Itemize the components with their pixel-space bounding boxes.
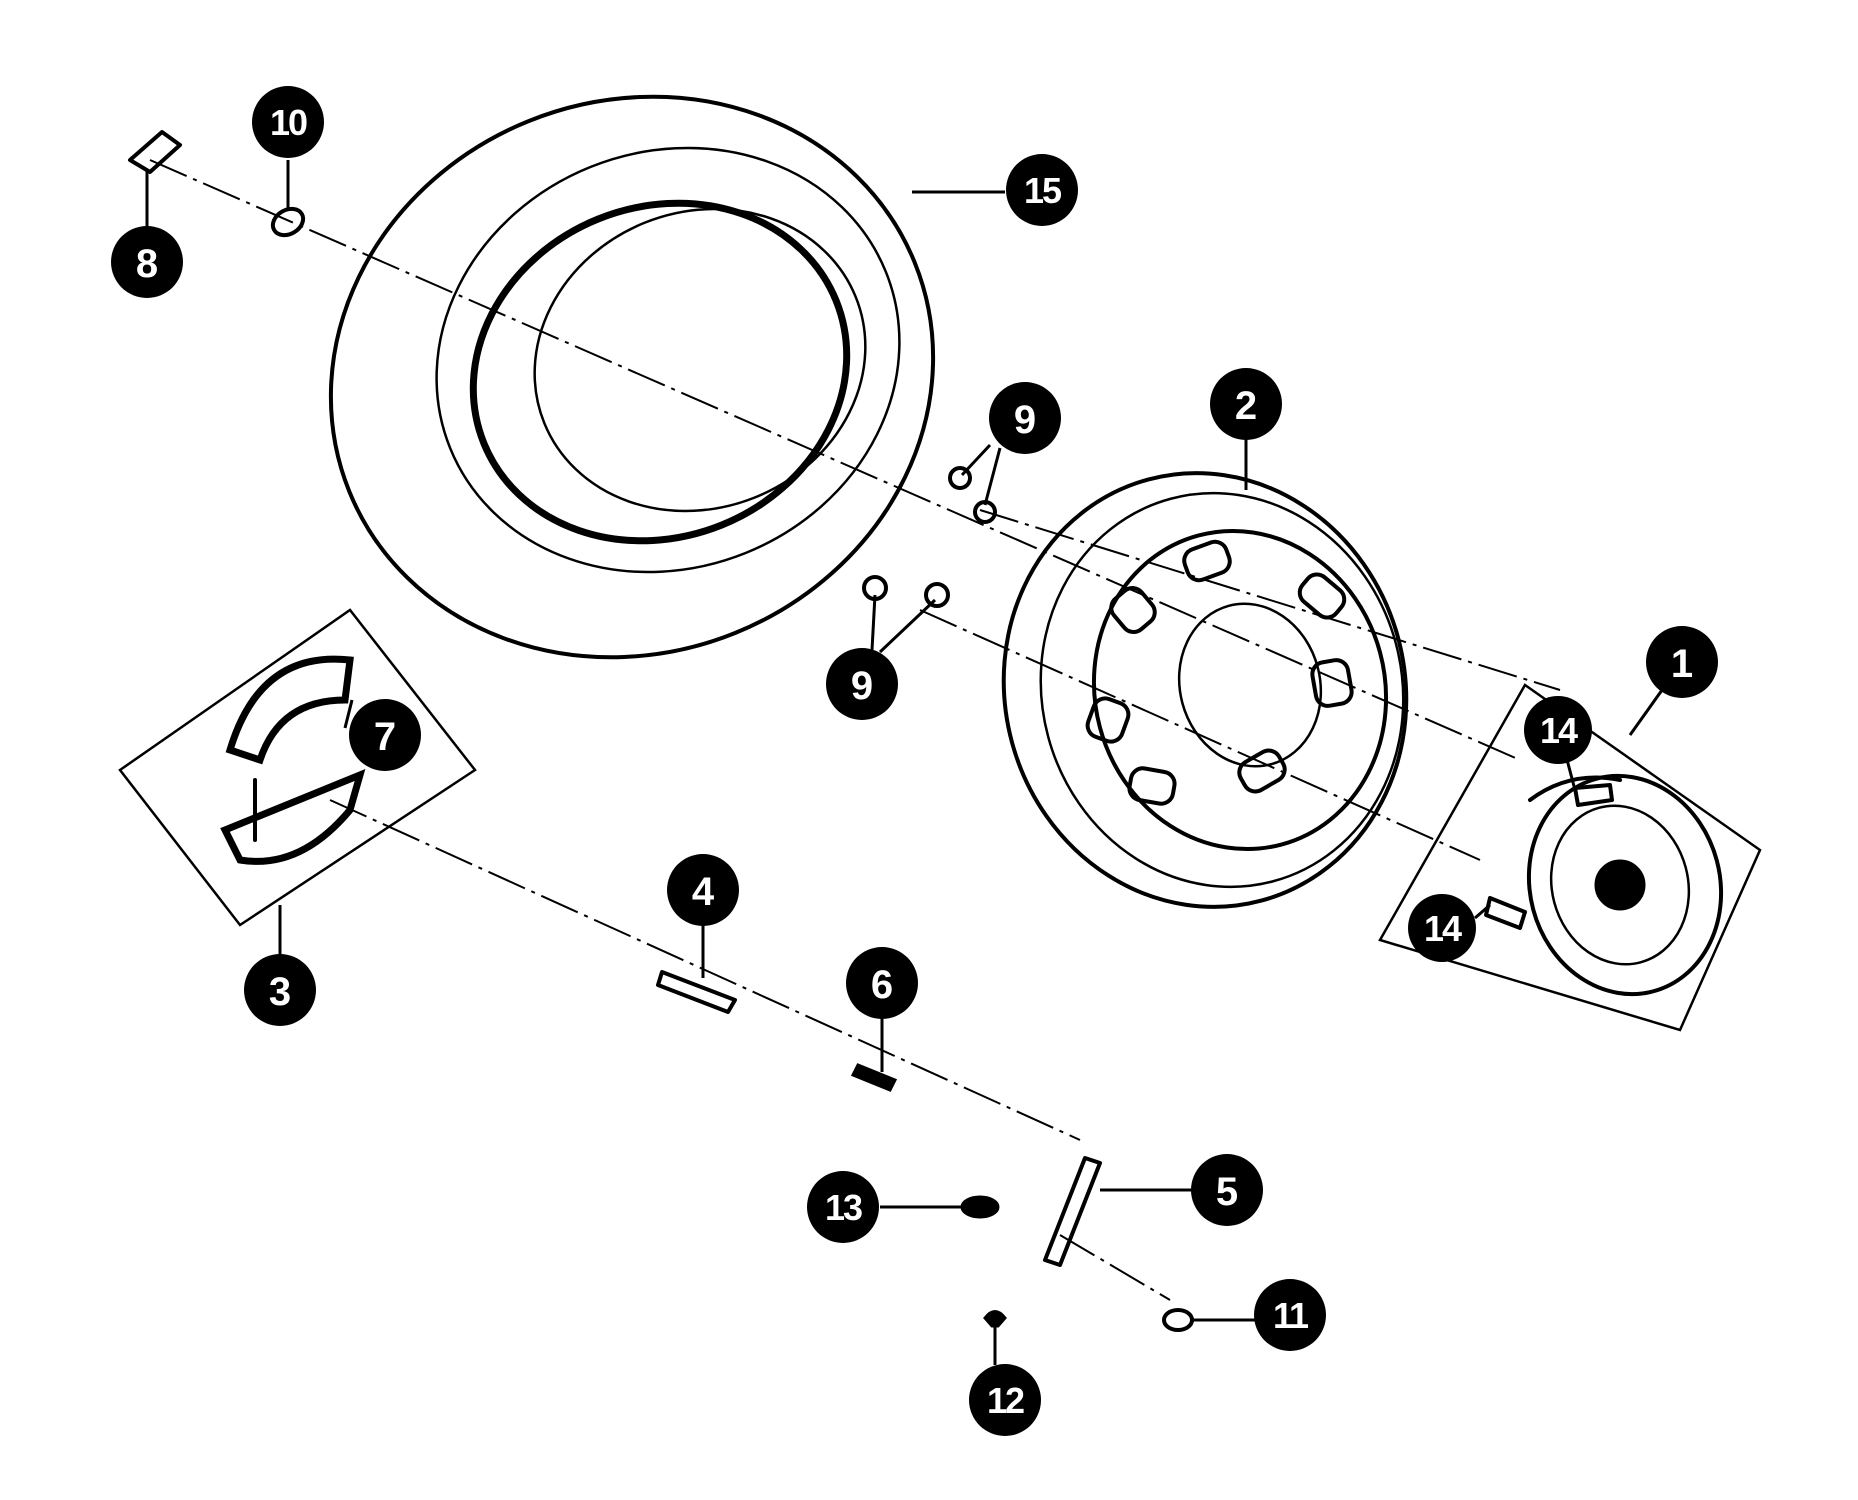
callout-3: 3 (244, 954, 316, 1026)
callout-14-upper-label: 14 (1540, 710, 1578, 751)
callouts: 1 2 3 4 5 6 7 8 (111, 86, 1718, 1436)
rim-flange (1039, 491, 1405, 889)
callout-14-upper: 14 (1524, 696, 1592, 764)
axis-main (149, 159, 1521, 761)
leader-9b-1 (870, 594, 877, 651)
callout-6-label: 6 (871, 963, 893, 1007)
callout-10-label: 10 (270, 102, 307, 143)
callout-13-label: 13 (825, 1187, 862, 1228)
adjuster-screw (656, 970, 737, 1014)
shoe-kit-box (118, 608, 477, 927)
callout-9-upper-label: 9 (1014, 398, 1036, 442)
lug-nut-lower-2 (924, 582, 950, 608)
leader-9a-2 (983, 447, 1002, 506)
callout-15: 15 (1006, 154, 1078, 226)
leader-9a-1 (960, 443, 992, 477)
leader-7 (343, 699, 354, 729)
tire-bead (469, 199, 851, 545)
rim-vent-4 (1237, 748, 1287, 794)
wheel-stud-lower (1484, 896, 1527, 930)
callout-9-lower-label: 9 (851, 664, 873, 708)
axis-stud-lower (919, 609, 1481, 861)
callout-4-label: 4 (692, 870, 715, 914)
leader-14b (1474, 903, 1491, 920)
brake-lever (1043, 1156, 1102, 1267)
callout-1: 1 (1646, 626, 1718, 698)
axis-adjuster (1059, 1234, 1171, 1301)
bracket (128, 130, 182, 174)
callout-14-lower: 14 (1408, 894, 1476, 962)
brake-shoe-kit (118, 608, 477, 927)
hub-drum-inner (1549, 804, 1691, 966)
callout-8-label: 8 (136, 242, 158, 286)
tire-outer (328, 94, 936, 660)
axis-stud-upper (979, 509, 1561, 691)
grease-cap (983, 1310, 1007, 1328)
rim-vent-3 (1310, 658, 1354, 708)
retaining-pin (850, 1063, 898, 1092)
rim-vent-6 (1085, 696, 1131, 744)
callout-10: 10 (252, 86, 324, 158)
axis-brake-linkage (329, 799, 1081, 1141)
rim-disc (1091, 528, 1389, 852)
callout-5-label: 5 (1216, 1170, 1238, 1214)
callout-11-label: 11 (1273, 1295, 1309, 1336)
callout-6: 6 (846, 947, 918, 1019)
callout-13: 13 (807, 1171, 879, 1243)
rim-vent-2 (1297, 572, 1347, 620)
rim-hub-hole (1177, 602, 1323, 768)
tire-tread (435, 146, 901, 574)
callout-12: 12 (969, 1364, 1041, 1436)
callout-15-label: 15 (1024, 170, 1062, 211)
callout-7: 7 (349, 699, 421, 771)
callout-1-label: 1 (1671, 642, 1693, 686)
callout-12-label: 12 (987, 1380, 1024, 1421)
wheel-stud-upper (1573, 783, 1614, 807)
rim-outer (1001, 471, 1409, 909)
callout-9-lower: 9 (826, 648, 898, 720)
brake-shoe-lower (220, 769, 366, 865)
callout-7-label: 7 (374, 715, 396, 759)
wheel-rim (1001, 471, 1409, 909)
hub-center (1594, 859, 1646, 911)
rim-vent-1 (1182, 539, 1232, 583)
brake-shoe-upper (225, 655, 354, 765)
callout-4: 4 (667, 854, 739, 926)
rim-vent-5 (1127, 766, 1177, 806)
tire (328, 94, 936, 660)
valve-nut (270, 206, 306, 238)
backing-plate-box (1378, 683, 1762, 1032)
tire-inner-wall (533, 207, 867, 513)
rim-vent-7 (1109, 586, 1157, 634)
lug-nut-upper-1 (948, 466, 972, 490)
leader-9b-2 (878, 598, 937, 654)
callout-2: 2 (1210, 368, 1282, 440)
callout-2-label: 2 (1235, 384, 1257, 428)
callout-11: 11 (1254, 1279, 1326, 1351)
callout-3-label: 3 (269, 970, 291, 1014)
callout-8: 8 (111, 226, 183, 298)
callout-9-upper: 9 (989, 382, 1061, 454)
callout-14-lower-label: 14 (1424, 908, 1462, 949)
return-spring (960, 1195, 1000, 1219)
assembly-axes (149, 159, 1561, 1301)
small-parts (128, 130, 1614, 1332)
callout-5: 5 (1191, 1154, 1263, 1226)
leader-lines (145, 160, 1684, 1365)
adjuster-clip (1162, 1308, 1194, 1332)
